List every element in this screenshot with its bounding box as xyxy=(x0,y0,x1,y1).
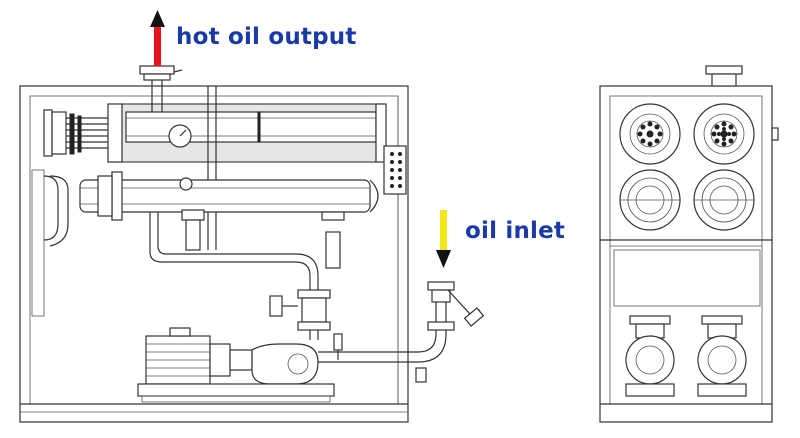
front-view xyxy=(599,65,779,423)
outlet-flange xyxy=(139,65,175,75)
header-pipe xyxy=(79,179,371,213)
hot-oil-output-label: hot oil output xyxy=(176,24,357,50)
oil-inlet-label: oil inlet xyxy=(465,218,566,244)
side-view xyxy=(19,65,485,423)
left-panel xyxy=(31,169,45,317)
pump-base xyxy=(137,383,335,397)
vent-grille xyxy=(383,145,407,195)
heater-vessel xyxy=(125,111,377,143)
front-frame-outer xyxy=(599,85,773,423)
pump-front-right xyxy=(697,335,747,385)
pump-front-left xyxy=(625,335,675,385)
side-frame-outer xyxy=(19,85,409,423)
front-panel-window xyxy=(613,249,761,307)
inlet-arrow xyxy=(436,210,451,268)
output-arrow xyxy=(150,10,165,66)
